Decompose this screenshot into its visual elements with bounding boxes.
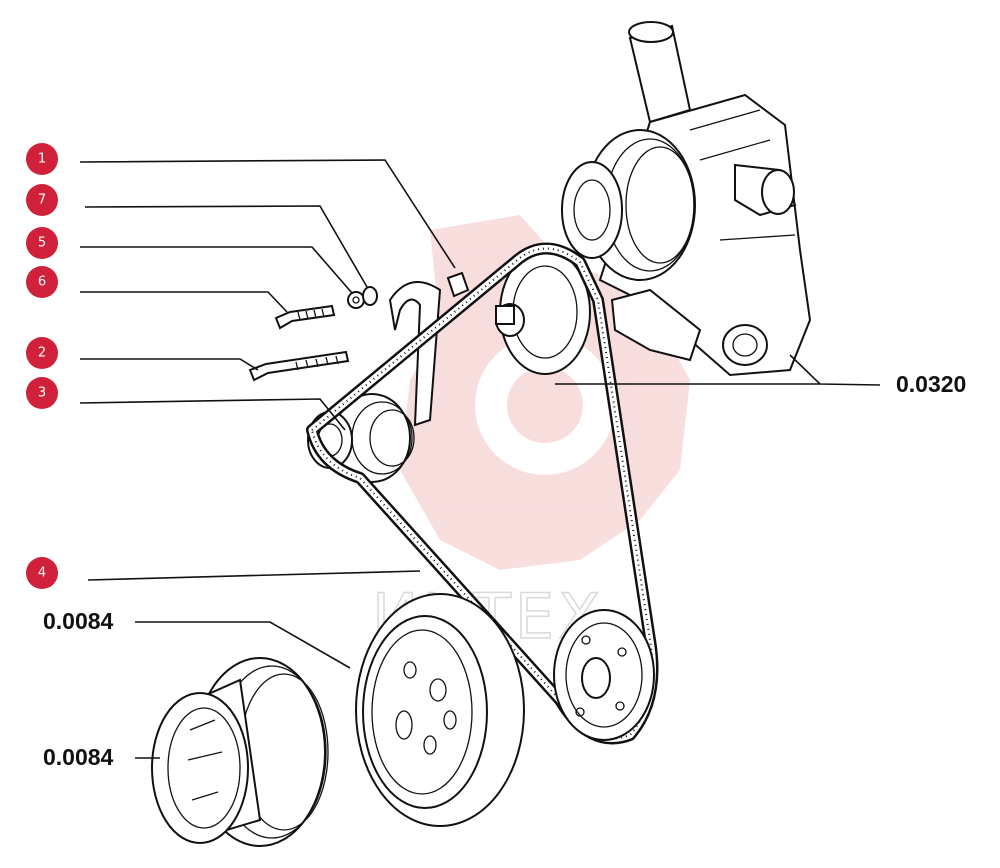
ref-crank-pulley-front: 0.0084: [43, 608, 114, 634]
leader-line-4: [87, 570, 421, 581]
callout-marker: [26, 377, 58, 409]
alternator-pulley: [307, 393, 415, 483]
bolt-6: [274, 304, 336, 330]
svg-text:3: 3: [38, 386, 46, 401]
adjusting-bracket: [388, 281, 442, 427]
callout-marker: [26, 557, 58, 589]
svg-text:2: 2: [38, 346, 46, 361]
callout-marker: [26, 143, 58, 175]
callout-marker: [26, 184, 58, 216]
callout-3: 3: [26, 377, 58, 409]
svg-text:6: 6: [38, 275, 46, 290]
bolt-2: [248, 350, 350, 382]
nut-7: [362, 286, 378, 306]
leader-line-1: [79, 159, 456, 269]
idler-pulley: [495, 249, 591, 375]
crank-pulley-front: [355, 593, 525, 827]
callout-marker: [26, 337, 58, 369]
svg-text:5: 5: [38, 236, 46, 251]
leader-line-crank-front: [135, 621, 351, 669]
svg-text:4: 4: [38, 566, 46, 581]
callout-marker: [26, 266, 58, 298]
leader-line-6: [80, 291, 288, 313]
ref-crank-pulley-rear: 0.0084: [43, 744, 114, 770]
leader-line-3: [79, 398, 346, 431]
callout-1: 1: [26, 143, 58, 175]
ref-water-pump: 0.0320: [896, 371, 966, 397]
leader-line-water-pump: [555, 354, 881, 386]
leader-line-7: [84, 205, 368, 288]
leader-line-2: [80, 358, 259, 371]
crankshaft-pulley-installed: [553, 609, 655, 741]
leader-lines: [79, 159, 881, 759]
callout-4: 4: [26, 557, 58, 589]
crank-pulley-rear: [151, 657, 329, 847]
water-pump-assembly: [561, 21, 812, 377]
washer-5: [347, 291, 365, 309]
svg-text:1: 1: [38, 152, 46, 167]
bolt-1: [446, 271, 470, 298]
leader-line-5: [80, 246, 353, 294]
callout-2: 2: [26, 337, 58, 369]
callout-6: 6: [26, 266, 58, 298]
callout-7: 7: [26, 184, 58, 216]
callout-5: 5: [26, 227, 58, 259]
drive-belt: [306, 242, 659, 745]
callout-marker: [26, 227, 58, 259]
svg-text:7: 7: [38, 193, 46, 208]
